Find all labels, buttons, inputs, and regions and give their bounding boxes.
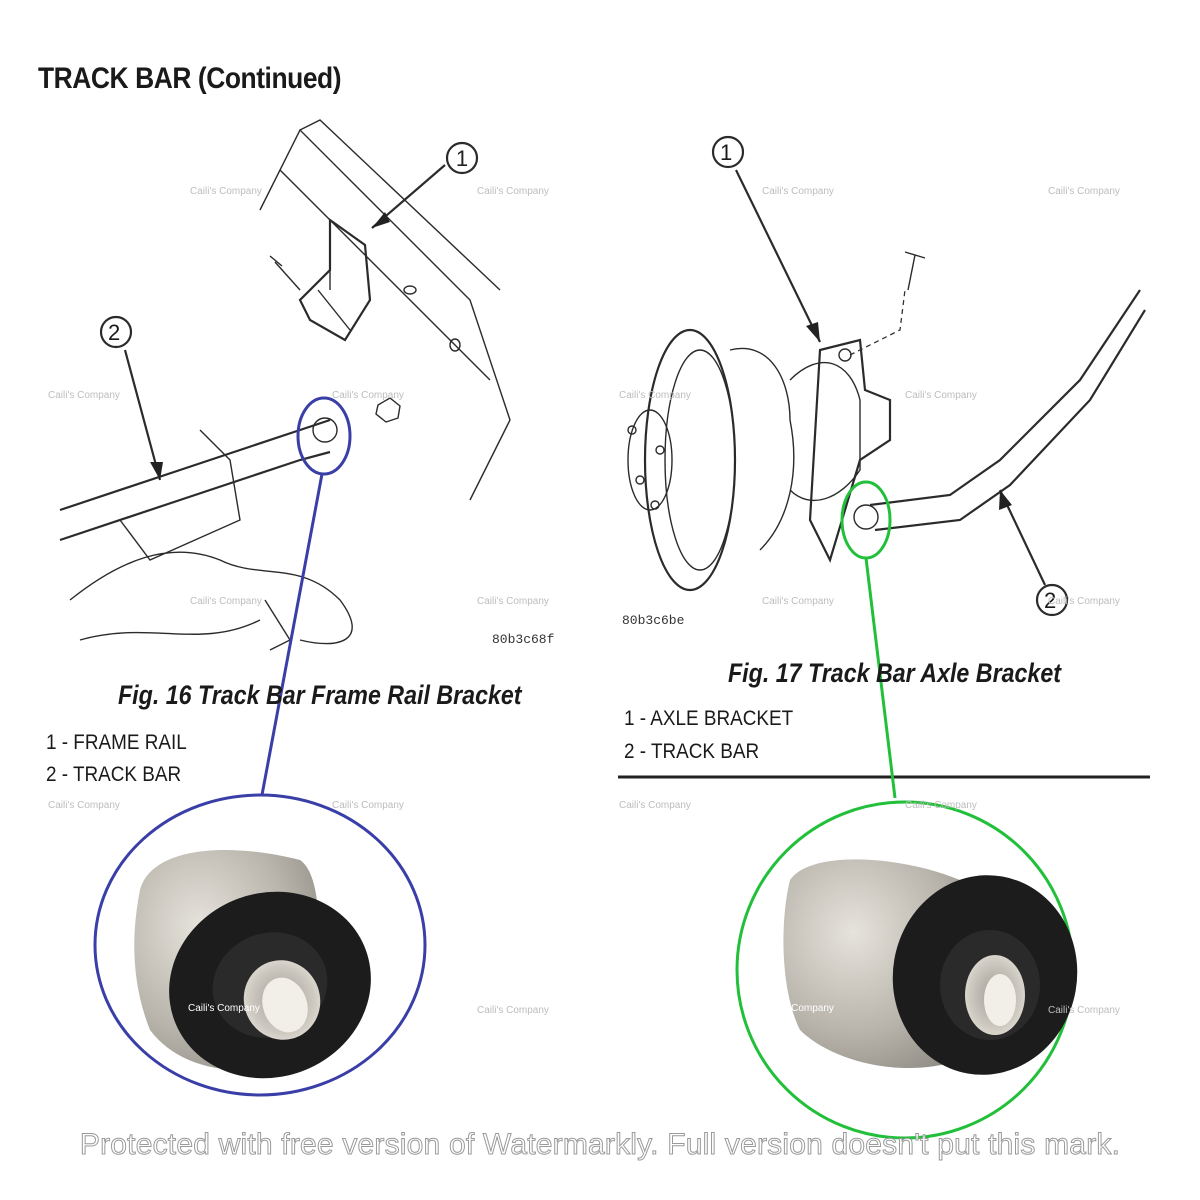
right-photo-label: Caili's Company <box>762 1003 834 1014</box>
watermark: Caili's Company <box>48 390 120 401</box>
watermark: Caili's Company <box>477 1005 549 1016</box>
watermark: Caili's Company <box>1048 596 1120 607</box>
fig17-legend-item-1: 1 - AXLE BRACKET <box>624 707 794 730</box>
watermark: Caili's Company <box>332 390 404 401</box>
watermark: Caili's Company <box>48 800 120 811</box>
fig17-legend-item-2: 2 - TRACK BAR <box>624 740 760 763</box>
page-title: TRACK BAR (Continued) <box>38 62 342 95</box>
fig16-code: 80b3c68f <box>492 632 555 647</box>
fig17-callout-2: 2 <box>1044 588 1057 613</box>
fig16-legend-item-1: 1 - FRAME RAIL <box>46 731 187 754</box>
watermark: Caili's Company <box>190 186 262 197</box>
watermark: Caili's Company <box>905 390 977 401</box>
watermark: Caili's Company <box>332 800 404 811</box>
watermark: Caili's Company <box>762 596 834 607</box>
watermark: Caili's Company <box>905 800 977 811</box>
watermark: Caili's Company <box>190 596 262 607</box>
watermark: Caili's Company <box>1048 1005 1120 1016</box>
fig17-caption: Fig. 17 Track Bar Axle Bracket <box>728 658 1061 688</box>
watermark: Caili's Company <box>477 596 549 607</box>
watermark: Caili's Company <box>619 800 691 811</box>
watermark: Caili's Company <box>477 186 549 197</box>
fig17-illustration <box>618 135 1150 779</box>
bushing-photo-right <box>783 859 1078 1075</box>
left-photo-label: Caili's Company <box>188 1003 260 1014</box>
fig17-code: 80b3c6be <box>622 613 685 628</box>
fig17-callout-1: 1 <box>720 140 733 165</box>
watermark: Caili's Company <box>1048 186 1120 197</box>
fig16-legend-item-2: 2 - TRACK BAR <box>46 763 182 786</box>
bushing-photo-left <box>134 850 371 1079</box>
blue-highlight <box>93 396 427 1097</box>
fig16-illustration: 1 <box>59 119 511 651</box>
watermark: Caili's Company <box>762 186 834 197</box>
fig16-callout-2: 2 <box>108 320 121 345</box>
watermark: Caili's Company <box>619 390 691 401</box>
fig16-callout-1: 1 <box>456 146 468 171</box>
fig16-caption: Fig. 16 Track Bar Frame Rail Bracket <box>118 680 522 710</box>
watermark-banner: Protected with free version of Watermark… <box>79 1128 1121 1162</box>
